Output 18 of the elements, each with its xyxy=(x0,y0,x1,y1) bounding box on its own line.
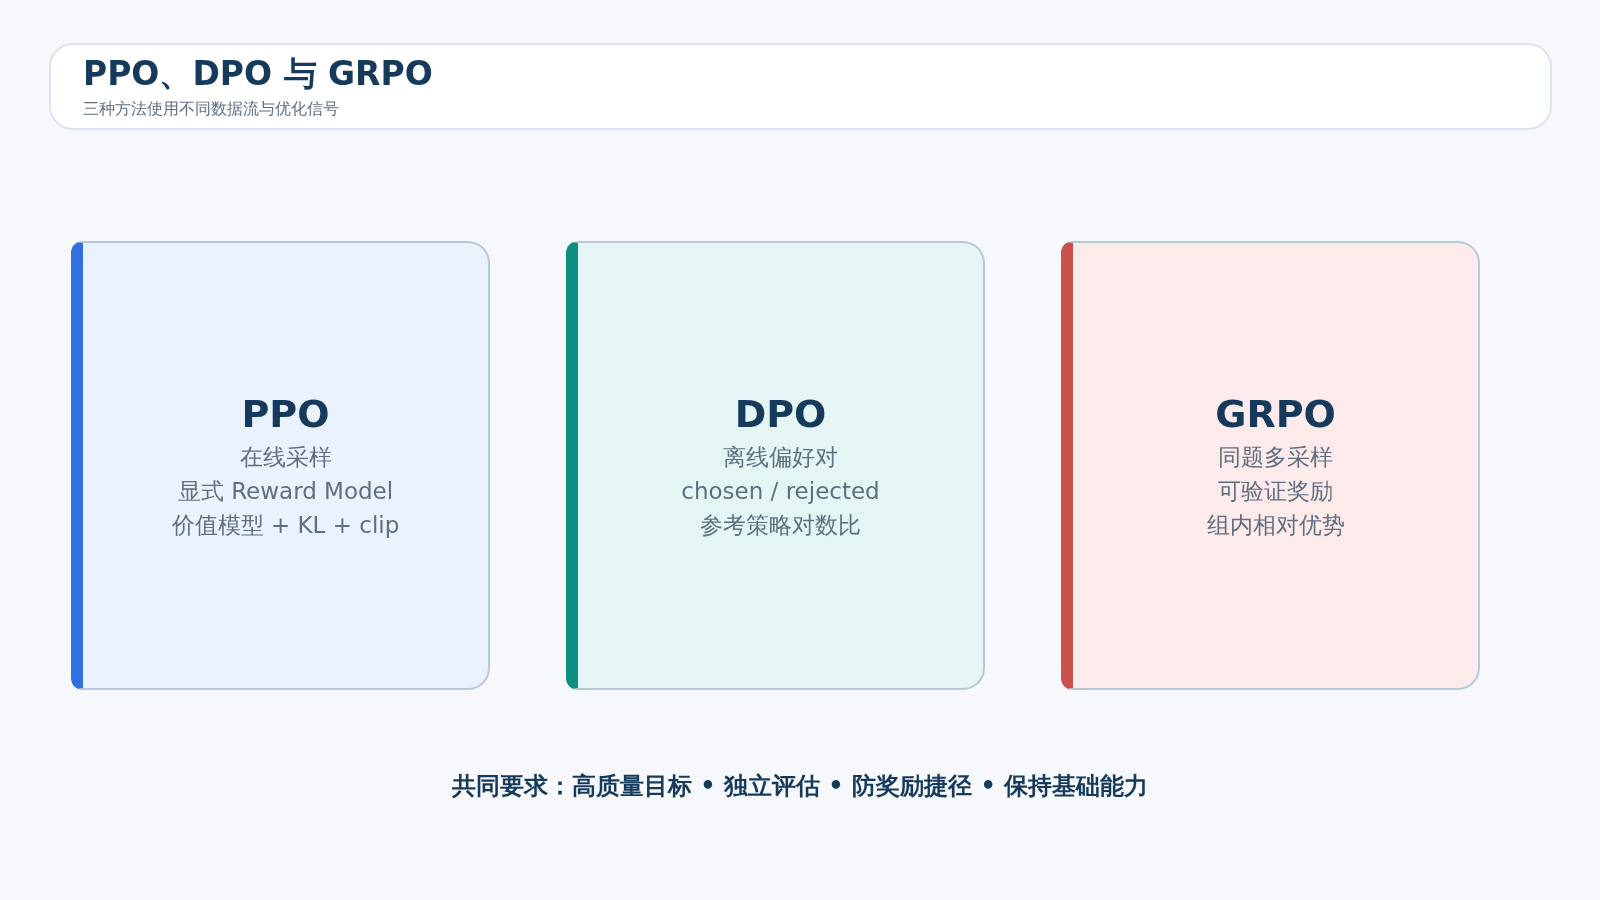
page-title: PPO、DPO 与 GRPO xyxy=(83,54,433,94)
card-text: 同题多采样 xyxy=(1218,442,1333,472)
card-title: DPO xyxy=(734,390,827,438)
footer-note: 共同要求：高质量目标 • 独立评估 • 防奖励捷径 • 保持基础能力 xyxy=(451,772,1149,800)
card-text: 可验证奖励 xyxy=(1218,476,1333,506)
method-card xyxy=(566,241,985,690)
card-text: 价值模型 + KL + clip xyxy=(171,510,400,540)
method-card xyxy=(71,241,490,690)
card-text: 在线采样 xyxy=(239,442,332,472)
method-card xyxy=(1061,241,1480,690)
subtitle: 三种方法使用不同数据流与优化信号 xyxy=(83,99,339,119)
card-text: 参考策略对数比 xyxy=(700,510,861,540)
card-title: PPO xyxy=(241,390,330,438)
card-text: 显式 Reward Model xyxy=(177,476,394,506)
card-text: chosen / rejected xyxy=(681,476,880,506)
card-text: 组内相对优势 xyxy=(1206,510,1345,540)
card-text: 离线偏好对 xyxy=(723,442,838,472)
card-title: GRPO xyxy=(1215,390,1336,438)
